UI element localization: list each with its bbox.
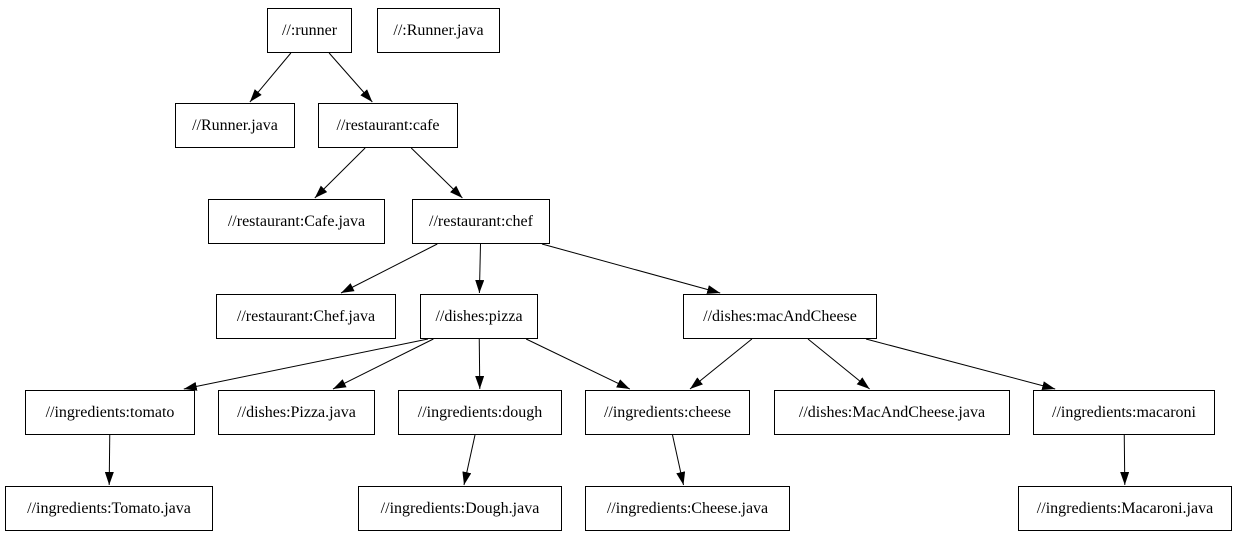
edge-runner-to-cafe [328,52,373,103]
node-runner-java-target: //:Runner.java [377,8,500,53]
node-cafe: //restaurant:cafe [318,103,458,148]
edge-dough-to-dough-java [462,434,476,486]
edge-cafe-to-chef [410,147,463,199]
node-chef: //restaurant:chef [412,199,550,244]
node-pizza-java: //dishes:Pizza.java [218,390,375,435]
edge-runner-to-runner-java [249,52,292,103]
node-pizza: //dishes:pizza [420,294,538,339]
node-dough: //ingredients:dough [398,390,562,435]
edge-mac-and-cheese-to-cheese [689,338,753,390]
edge-pizza-to-cheese [525,338,631,390]
node-macaroni-java: //ingredients:Macaroni.java [1018,486,1232,531]
node-tomato: //ingredients:tomato [25,390,195,435]
edge-mac-and-cheese-to-mac-and-cheese-java [807,338,870,390]
edge-cafe-to-cafe-java [314,147,366,199]
edge-pizza-to-pizza-java [332,338,434,390]
node-dough-java: //ingredients:Dough.java [358,486,562,531]
node-runner-java: //Runner.java [175,103,295,148]
edge-mac-and-cheese-to-macaroni [865,338,1056,391]
node-runner: //:runner [267,8,352,53]
edge-chef-to-pizza [475,243,485,294]
edge-cheese-to-cheese-java [672,434,686,486]
node-cheese-java: //ingredients:Cheese.java [585,486,790,531]
node-cafe-java: //restaurant:Cafe.java [208,199,385,244]
node-mac-and-cheese: //dishes:macAndCheese [683,294,877,339]
node-macaroni: //ingredients:macaroni [1033,390,1215,435]
edge-pizza-to-dough [475,338,485,390]
edge-macaroni-to-macaroni-java [1120,434,1130,486]
edge-chef-to-mac-and-cheese [541,243,721,294]
edge-pizza-to-tomato [183,338,429,391]
node-chef-java: //restaurant:Chef.java [216,294,396,339]
node-mac-and-cheese-java: //dishes:MacAndCheese.java [774,390,1010,435]
node-cheese: //ingredients:cheese [585,390,750,435]
node-tomato-java: //ingredients:Tomato.java [5,486,213,531]
edge-chef-to-chef-java [340,243,438,294]
edge-tomato-to-tomato-java [104,434,114,486]
